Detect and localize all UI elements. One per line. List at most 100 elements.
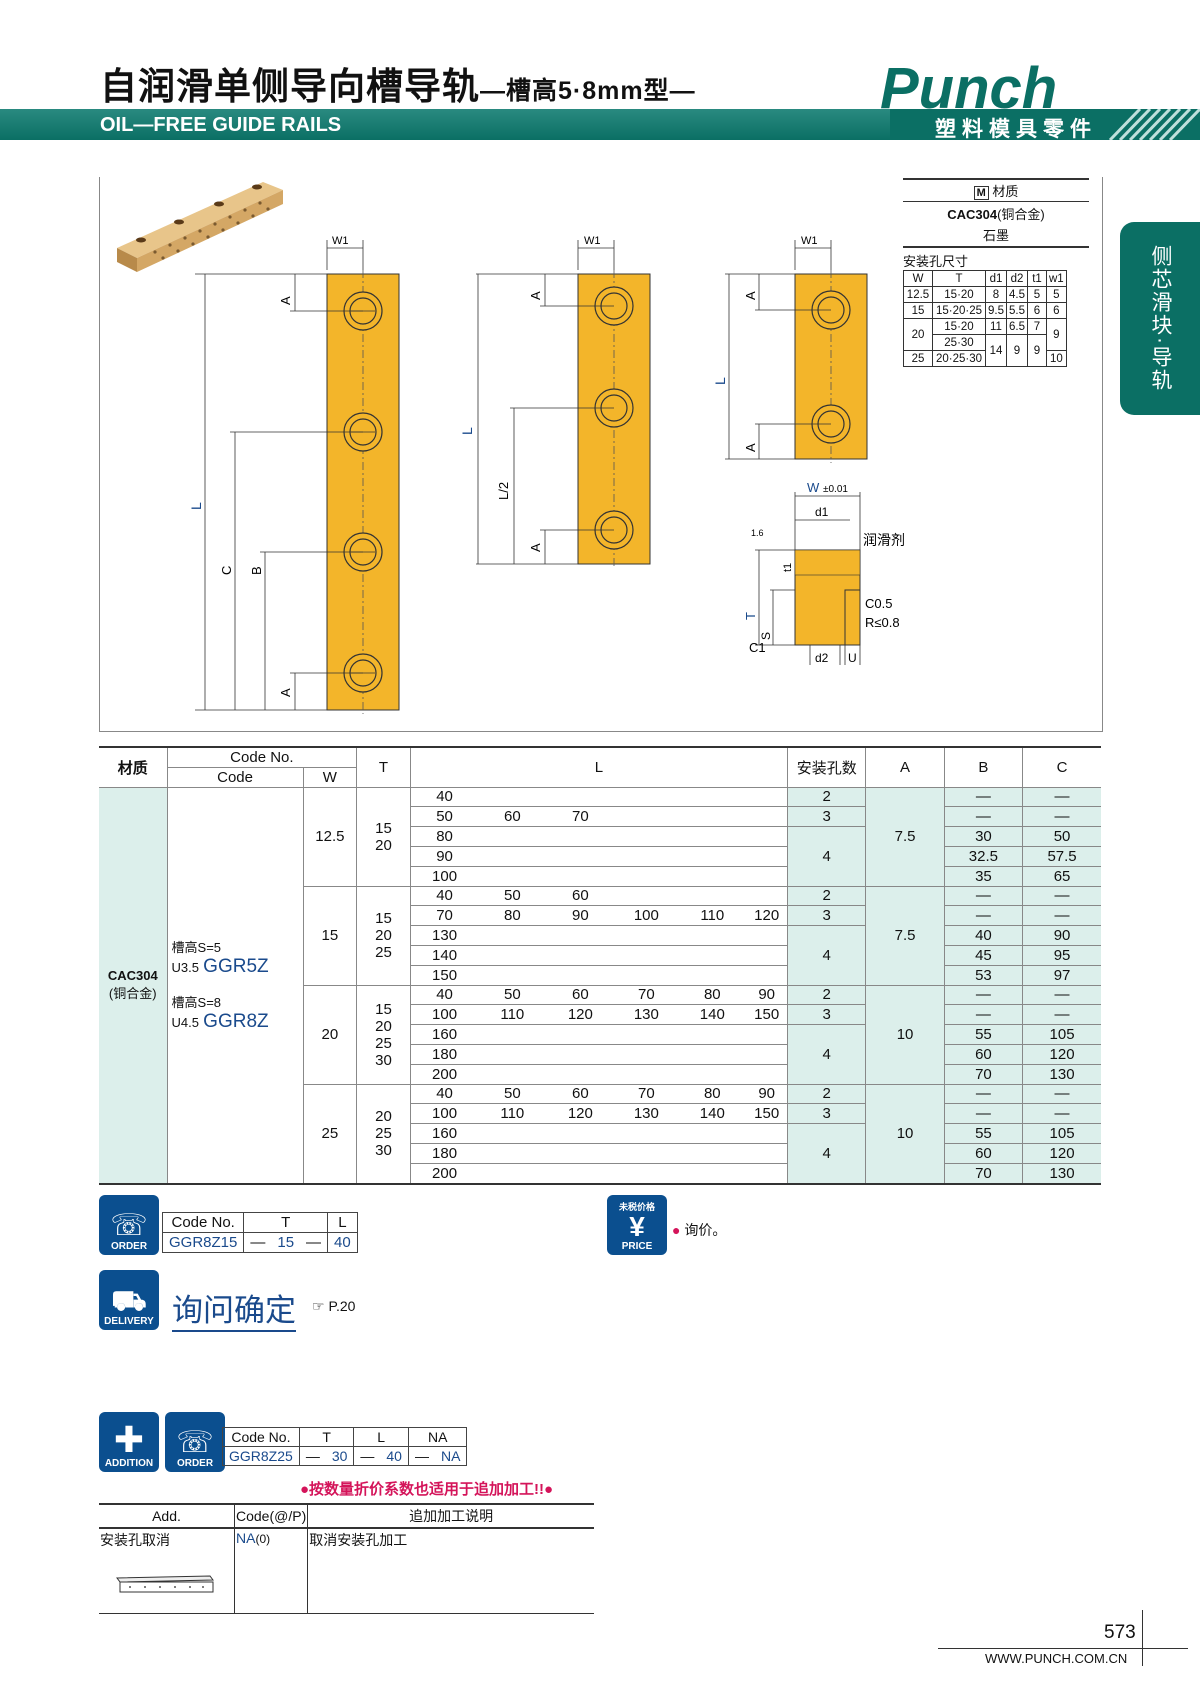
l-cell: 40 xyxy=(409,985,479,1006)
page-number: 573 xyxy=(1104,1622,1136,1643)
dim-s: S xyxy=(759,632,773,640)
l-cell xyxy=(546,846,615,867)
l-cell: 140 xyxy=(678,1103,747,1125)
l-cell: 100 xyxy=(409,1004,479,1026)
delivery-ref[interactable]: ☞ P.20 xyxy=(312,1298,356,1314)
l-cell xyxy=(746,965,788,986)
l-cell xyxy=(614,925,679,946)
b-cell: — xyxy=(943,886,1023,907)
b-cell: 45 xyxy=(943,945,1023,966)
b-cell: 60 xyxy=(943,1143,1023,1164)
col-code-no: Code No. xyxy=(166,747,357,768)
l-cell xyxy=(746,1064,788,1085)
c-cell: 120 xyxy=(1022,1044,1101,1065)
a-cell: 7.5 xyxy=(865,886,945,986)
addition-row-desc: 取消安装孔加工 xyxy=(307,1528,594,1613)
dim-d2: d2 xyxy=(815,651,829,665)
l-cell: 120 xyxy=(746,905,788,927)
l-cell: 130 xyxy=(409,925,479,946)
footer-line xyxy=(938,1648,1188,1649)
c-cell: 105 xyxy=(1022,1024,1101,1045)
l-cell xyxy=(614,826,679,847)
b-cell: — xyxy=(943,905,1023,927)
addition-row-add: 安装孔取消 xyxy=(100,1532,170,1548)
c-cell: 95 xyxy=(1022,945,1101,966)
w-cell: 12.5 xyxy=(302,787,357,887)
l-cell: 140 xyxy=(678,1004,747,1026)
l-cell xyxy=(546,866,615,887)
l-cell: 90 xyxy=(409,846,479,867)
dim-w1-3: W1 xyxy=(801,235,818,247)
l-cell xyxy=(678,1064,747,1085)
l-cell xyxy=(678,925,747,946)
price-text: ● 询价。 xyxy=(672,1222,727,1238)
l-cell xyxy=(546,1044,615,1065)
dim-b: B xyxy=(249,566,264,575)
l-cell xyxy=(678,1123,747,1144)
l-cell: 150 xyxy=(409,965,479,986)
c-cell: 130 xyxy=(1022,1064,1101,1085)
holes-cell: 4 xyxy=(787,1024,866,1085)
l-cell xyxy=(546,1024,615,1045)
l-cell: 160 xyxy=(409,1123,479,1144)
l-cell: 80 xyxy=(678,985,747,1006)
l-cell xyxy=(678,866,747,887)
c-cell: — xyxy=(1022,1084,1101,1105)
l-cell xyxy=(746,1044,788,1065)
material-cell: CAC304(铜合金) xyxy=(99,787,168,1185)
label-r08: R≤0.8 xyxy=(865,615,900,630)
l-cell xyxy=(678,846,747,867)
w-cell: 20 xyxy=(302,985,357,1085)
b-cell: — xyxy=(943,806,1023,828)
dim-w1: W1 xyxy=(332,235,349,247)
c-cell: 50 xyxy=(1022,826,1101,847)
dim-a-top-3: A xyxy=(743,291,758,300)
l-cell xyxy=(546,826,615,847)
col-a: A xyxy=(865,747,945,788)
l-cell xyxy=(614,965,679,986)
material-name: CAC304 xyxy=(947,207,998,222)
page-subtitle: —槽高5·8mm型— xyxy=(480,77,696,105)
l-cell: 40 xyxy=(409,787,479,808)
l-cell xyxy=(478,826,547,847)
dim-a-top-2: A xyxy=(528,291,543,300)
l-cell xyxy=(614,866,679,887)
footer-url[interactable]: WWW.PUNCH.COM.CN xyxy=(985,1651,1128,1666)
rail-drawing-2-holes: W1 A A L xyxy=(715,235,868,463)
addition-table: Add. Code(@/P) 追加加工说明 安装孔取消 NA(0) 取消安装孔加… xyxy=(99,1503,594,1614)
l-cell: 120 xyxy=(546,1004,615,1026)
drawing-frame xyxy=(99,177,1103,732)
b-cell: — xyxy=(943,1084,1023,1105)
brand-subtitle: 塑料模具零件 xyxy=(935,118,1097,141)
l-cell xyxy=(546,1163,615,1185)
l-cell xyxy=(678,787,747,808)
header-bar-left xyxy=(0,109,890,140)
b-cell: 70 xyxy=(943,1064,1023,1085)
a-cell: 10 xyxy=(865,1084,945,1185)
holes-cell: 3 xyxy=(787,806,866,828)
c-cell: — xyxy=(1022,1103,1101,1125)
c-cell: 90 xyxy=(1022,925,1101,946)
side-tab[interactable]: 侧芯滑块·导轨 xyxy=(1120,222,1200,415)
l-cell: 110 xyxy=(678,905,747,927)
c-cell: 105 xyxy=(1022,1123,1101,1144)
l-cell: 130 xyxy=(614,1103,679,1125)
b-cell: 40 xyxy=(943,925,1023,946)
col-c: C xyxy=(1022,747,1101,788)
dim-d1: d1 xyxy=(815,505,829,519)
l-cell xyxy=(746,1123,788,1144)
l-cell: 50 xyxy=(478,886,547,907)
rail-drawing-3-holes: W1 A A L/2 L xyxy=(459,235,651,568)
brand-logo: Punch xyxy=(880,56,1058,121)
b-cell: 55 xyxy=(943,1024,1023,1045)
price-icon: 未税价格¥PRICE xyxy=(607,1195,667,1255)
